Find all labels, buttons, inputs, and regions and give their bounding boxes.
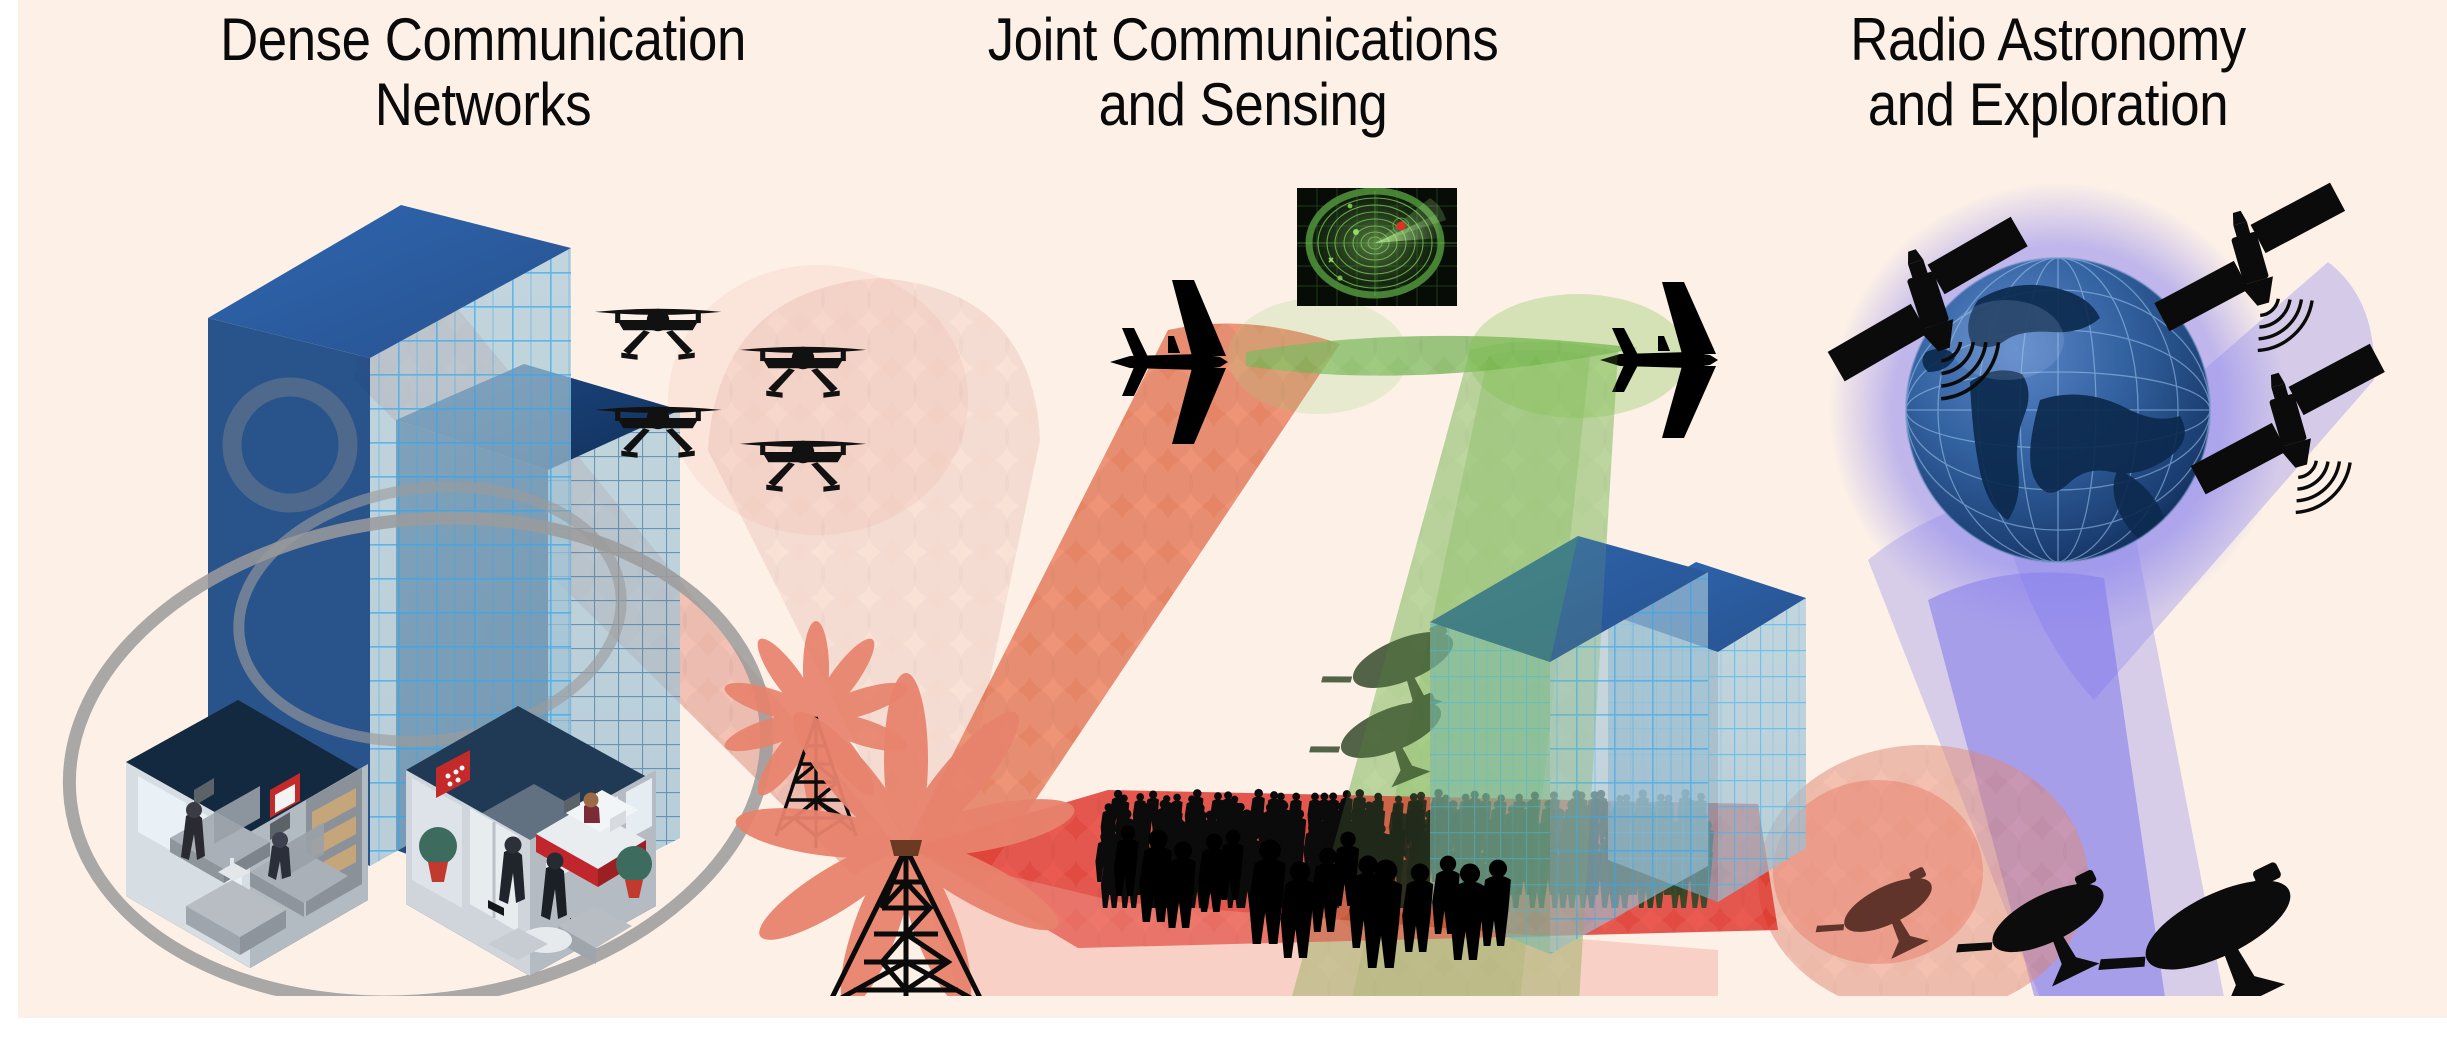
person-silhouette — [1218, 829, 1244, 900]
potted-plant-icon — [616, 846, 652, 898]
salmon-beam-to-drones — [668, 265, 1040, 855]
antenna-lobes-main — [735, 673, 1075, 1007]
orange-beam-to-aircraft — [908, 323, 1340, 886]
drone-icon — [594, 406, 722, 458]
person-silhouette — [1480, 859, 1511, 947]
radio-telescope-medium — [1956, 869, 2104, 987]
green-sensing-link-beam — [1228, 294, 1688, 418]
green-beam-overlay — [1286, 341, 1618, 1018]
panel-title-dense-communication-networks: Dense Communication Networks — [220, 6, 746, 138]
signal-arcs-icon — [2295, 460, 2352, 515]
person-silhouette — [1248, 839, 1286, 944]
continents — [1922, 284, 2185, 548]
person-silhouette — [1139, 829, 1172, 922]
aircraft-right — [1600, 282, 1718, 438]
facade-ring-icon — [222, 377, 358, 513]
person-silhouette — [1280, 861, 1315, 958]
person-silhouette — [1310, 847, 1341, 932]
signal-arcs-icon — [2257, 298, 2314, 353]
radio-telescope-small — [1815, 867, 1932, 959]
satellite-upper-left — [1827, 216, 2028, 401]
person-silhouette — [1198, 833, 1226, 912]
satellite-lower-right — [2190, 343, 2385, 515]
person-silhouette — [1450, 863, 1485, 960]
drone-swarm-4 — [594, 308, 867, 492]
panorama-illustration — [18, 182, 2447, 1018]
crowd-foreground — [1113, 825, 1511, 968]
isometric-open-plan-office-room — [126, 700, 368, 968]
radar-ppi-scope — [1297, 188, 1457, 306]
drone-icon — [739, 440, 867, 492]
figure-canvas: Dense Communication Networks Joint Commu… — [18, 0, 2447, 1018]
potted-plant-icon — [419, 827, 457, 882]
cell-tower-main — [735, 673, 1075, 1018]
person-silhouette — [1364, 859, 1403, 968]
person-silhouette — [1165, 841, 1196, 929]
panel-title-joint-communications-and-sensing: Joint Communications and Sensing — [987, 6, 1499, 138]
isometric-reception-lobby-room — [406, 706, 656, 976]
drone-icon — [594, 308, 722, 360]
person-silhouette — [1402, 863, 1434, 952]
panel-title-radio-astronomy-and-exploration: Radio Astronomy and Exploration — [1850, 6, 2246, 138]
glass-tower-mid-tall — [1430, 536, 1708, 954]
person-silhouette — [1333, 831, 1360, 907]
person-silhouette — [1113, 825, 1139, 896]
signal-arcs-icon — [1940, 341, 2001, 401]
earth-globe — [1828, 182, 2288, 638]
satellite-upper-right — [2154, 182, 2346, 353]
drone-icon — [739, 346, 867, 398]
aircraft-left — [1110, 280, 1228, 444]
